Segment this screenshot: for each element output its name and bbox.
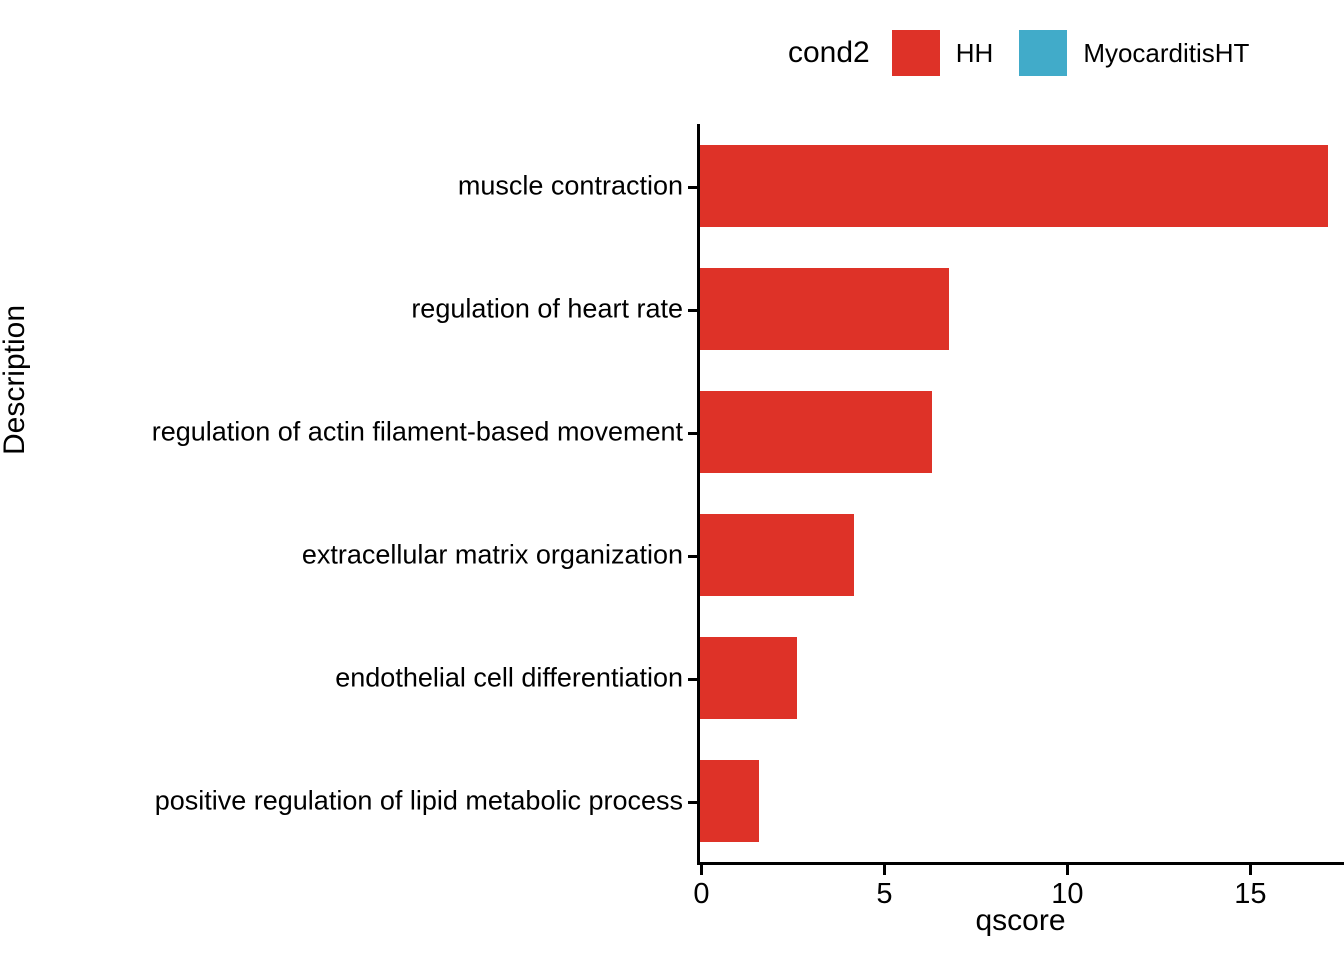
legend-title: cond2 — [788, 36, 870, 69]
y-tick-label: regulation of actin filament-based movem… — [151, 416, 683, 446]
y-tick-mark — [688, 185, 697, 189]
x-tick-label: 0 — [693, 878, 710, 910]
y-tick-label: extracellular matrix organization — [301, 539, 683, 569]
y-tick-mark — [688, 431, 697, 435]
legend-item-hh[interactable]: HH — [891, 30, 1020, 76]
bar — [700, 759, 759, 842]
x-tick-mark — [1065, 865, 1069, 875]
plot-panel: muscle contraction regulation of heart ra… — [152, 124, 1344, 909]
legend-swatch-myocarditisht — [1019, 30, 1068, 76]
bar — [700, 267, 949, 350]
bar — [700, 513, 854, 596]
bar — [700, 636, 797, 719]
y-tick-label: endothelial cell differentiation — [335, 662, 683, 692]
y-axis-line — [697, 124, 700, 865]
y-tick-mark — [688, 677, 697, 681]
x-axis-line — [697, 862, 1344, 865]
y-tick-mark — [688, 800, 697, 804]
x-tick-label: 10 — [1051, 878, 1084, 910]
bar — [700, 390, 933, 473]
legend-label-hh: HH — [955, 38, 994, 68]
x-tick-label: 15 — [1234, 878, 1267, 910]
y-axis-title: Description — [0, 304, 31, 456]
bars-layer — [700, 124, 1344, 862]
y-tick-mark — [688, 308, 697, 312]
legend-item-myocarditisht[interactable]: MyocarditisHT — [1019, 30, 1275, 76]
y-tick-label: muscle contraction — [457, 170, 683, 200]
legend-swatch-hh — [891, 30, 940, 76]
legend: cond2 HH MyocarditisHT — [788, 28, 1275, 78]
x-axis-title: qscore — [975, 904, 1066, 937]
y-tick-label: regulation of heart rate — [411, 293, 683, 323]
x-tick-mark — [1248, 865, 1252, 875]
x-tick-label: 5 — [876, 878, 893, 910]
y-tick-mark — [688, 554, 697, 558]
legend-label-myocarditisht: MyocarditisHT — [1083, 38, 1250, 68]
x-tick-mark — [882, 865, 886, 875]
x-tick-mark — [700, 865, 703, 875]
bar — [700, 144, 1328, 227]
y-tick-label: positive regulation of lipid metabolic p… — [154, 785, 683, 815]
